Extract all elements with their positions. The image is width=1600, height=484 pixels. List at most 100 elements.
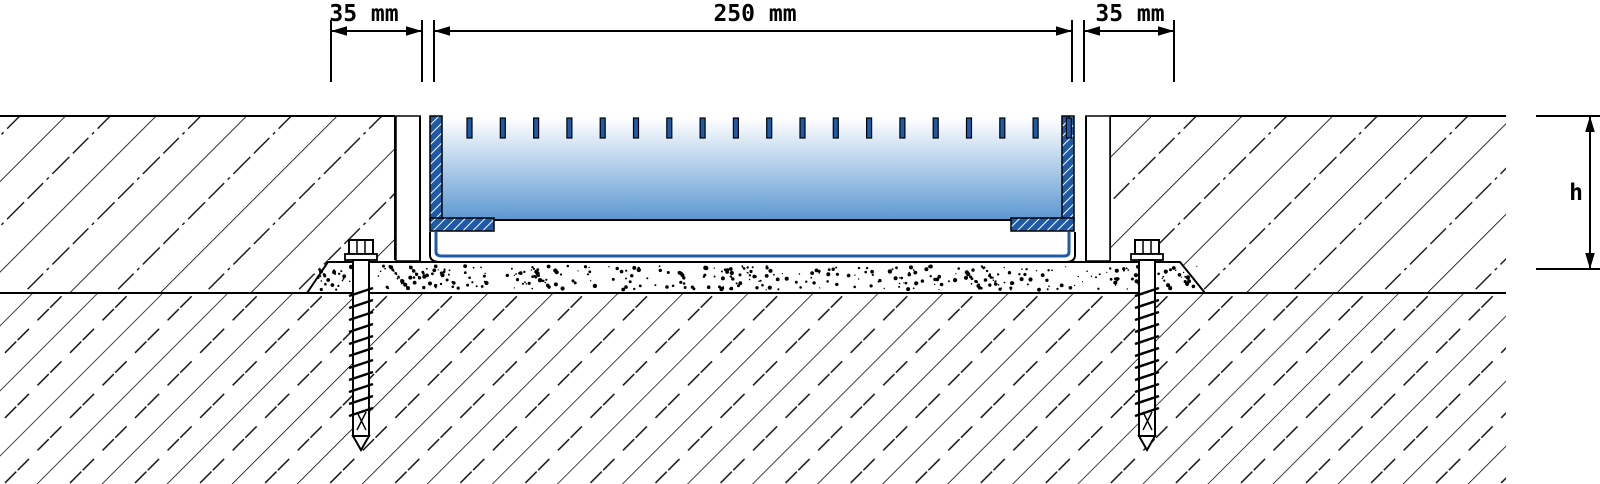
mortar-speckle: [527, 281, 531, 285]
grate-slot: [1032, 117, 1039, 139]
mortar-speckle: [1171, 266, 1176, 270]
mortar-speckle: [729, 287, 732, 290]
mortar-speckle: [658, 265, 661, 268]
mortar-speckle: [992, 279, 995, 282]
mortar-speckle: [1026, 283, 1029, 286]
mortar-speckle: [463, 271, 467, 274]
mortar-speckle: [826, 280, 829, 283]
mortar-speckle: [1196, 265, 1198, 267]
mortar-speckle: [384, 267, 386, 270]
mortar-speckle: [1163, 269, 1168, 274]
mortar-speckle: [537, 278, 543, 283]
mortar-speckle: [759, 279, 762, 282]
mortar-speckle: [577, 270, 579, 272]
mortar-speckle: [619, 269, 624, 274]
mortar-speckle: [482, 274, 486, 278]
mortar-speckle: [646, 277, 649, 280]
grate-slot: [599, 117, 606, 139]
mortar-speckle: [632, 265, 637, 270]
mortar-speckle: [682, 276, 686, 280]
grate-slot: [499, 117, 506, 139]
mortar-speckle: [1065, 266, 1067, 268]
mortar-speckle: [706, 285, 711, 290]
mortar-speckle: [939, 282, 944, 287]
mortar-speckle: [988, 283, 992, 287]
mortar-speckle: [571, 279, 575, 283]
mortar-speckle: [955, 273, 957, 275]
mortar-speckle: [982, 267, 985, 270]
mortar-speckle: [1161, 277, 1164, 279]
mortar-speckle: [1077, 275, 1079, 278]
mortar-speckle: [412, 276, 416, 279]
mortar-speckle: [702, 275, 706, 278]
mortar-speckle: [983, 278, 988, 282]
mortar-speckle: [1068, 286, 1073, 290]
mortar-speckle: [1095, 276, 1097, 279]
mortar-speckle: [456, 286, 460, 290]
mortar-speckle: [536, 268, 540, 271]
dimension-label-left-gap: 35 mm: [329, 1, 398, 27]
mortar-speckle: [891, 268, 894, 271]
mortar-speckle: [933, 277, 937, 282]
mortar-speckle: [443, 268, 446, 271]
mortar-speckle: [1182, 271, 1185, 274]
mortar-speckle: [1169, 268, 1172, 272]
mortar-speckle: [929, 275, 932, 278]
mortar-speckle: [887, 269, 893, 274]
mortar-speckle: [977, 286, 982, 290]
grate-slot: [999, 117, 1006, 139]
mortar-speckle: [1166, 283, 1171, 288]
grate-slot: [732, 117, 740, 139]
mortar-speckle: [425, 273, 429, 278]
mortar-speckle: [970, 282, 973, 285]
mortar-speckle: [412, 280, 417, 285]
mortar-speckle: [513, 274, 516, 277]
mortar-speckle: [316, 276, 320, 280]
mortar-speckle: [989, 276, 993, 279]
mortar-speckle: [638, 284, 642, 288]
mortar-speckle: [1035, 270, 1038, 272]
grate-slot: [632, 117, 640, 139]
mortar-speckle: [835, 272, 840, 276]
mortar-speckle: [735, 282, 738, 285]
mortar-speckle: [319, 287, 323, 292]
mortar-speckle: [1010, 281, 1014, 286]
hex-head-icon: [348, 239, 374, 255]
mortar-speckle: [1122, 269, 1125, 272]
mortar-speckle: [755, 286, 759, 290]
mortar-speckle: [1114, 268, 1119, 273]
mortar-speckle: [1180, 276, 1182, 278]
mortar-speckle: [510, 267, 513, 270]
mortar-speckle: [741, 265, 744, 268]
mortar-speckle: [1115, 277, 1120, 281]
mortar-speckle: [805, 280, 808, 283]
mortar-speckle: [1133, 273, 1138, 278]
mortar-speckle: [853, 285, 856, 289]
mortar-speckle: [422, 272, 425, 275]
mortar-speckle: [1170, 285, 1172, 288]
mortar-speckle: [751, 266, 754, 269]
mortar-speckle: [819, 287, 821, 289]
mortar-speckle: [781, 273, 784, 275]
mortar-speckle: [471, 281, 474, 284]
mortar-speckle: [846, 273, 851, 278]
mortar-speckle: [883, 287, 885, 290]
mortar-speckle: [1130, 277, 1134, 281]
mortar-speckle: [997, 283, 1000, 286]
mortar-speckle: [1127, 269, 1130, 271]
mortar-speckle: [586, 273, 590, 276]
mortar-speckle: [463, 264, 467, 268]
grate-slot: [865, 117, 873, 139]
mortar-speckle: [451, 280, 454, 284]
mortar-speckle: [545, 278, 548, 281]
mortar-speckle: [748, 274, 752, 277]
mortar-speckle: [1185, 281, 1190, 286]
mortar-speckle: [318, 269, 324, 274]
grate-slot: [899, 117, 906, 139]
mortar-speckle: [810, 276, 813, 279]
mortar-speckle: [1126, 288, 1129, 290]
mortar-speckle: [532, 267, 536, 270]
grate-slot: [566, 117, 573, 139]
mortar-speckle: [753, 275, 757, 279]
mortar-speckle: [624, 285, 628, 289]
